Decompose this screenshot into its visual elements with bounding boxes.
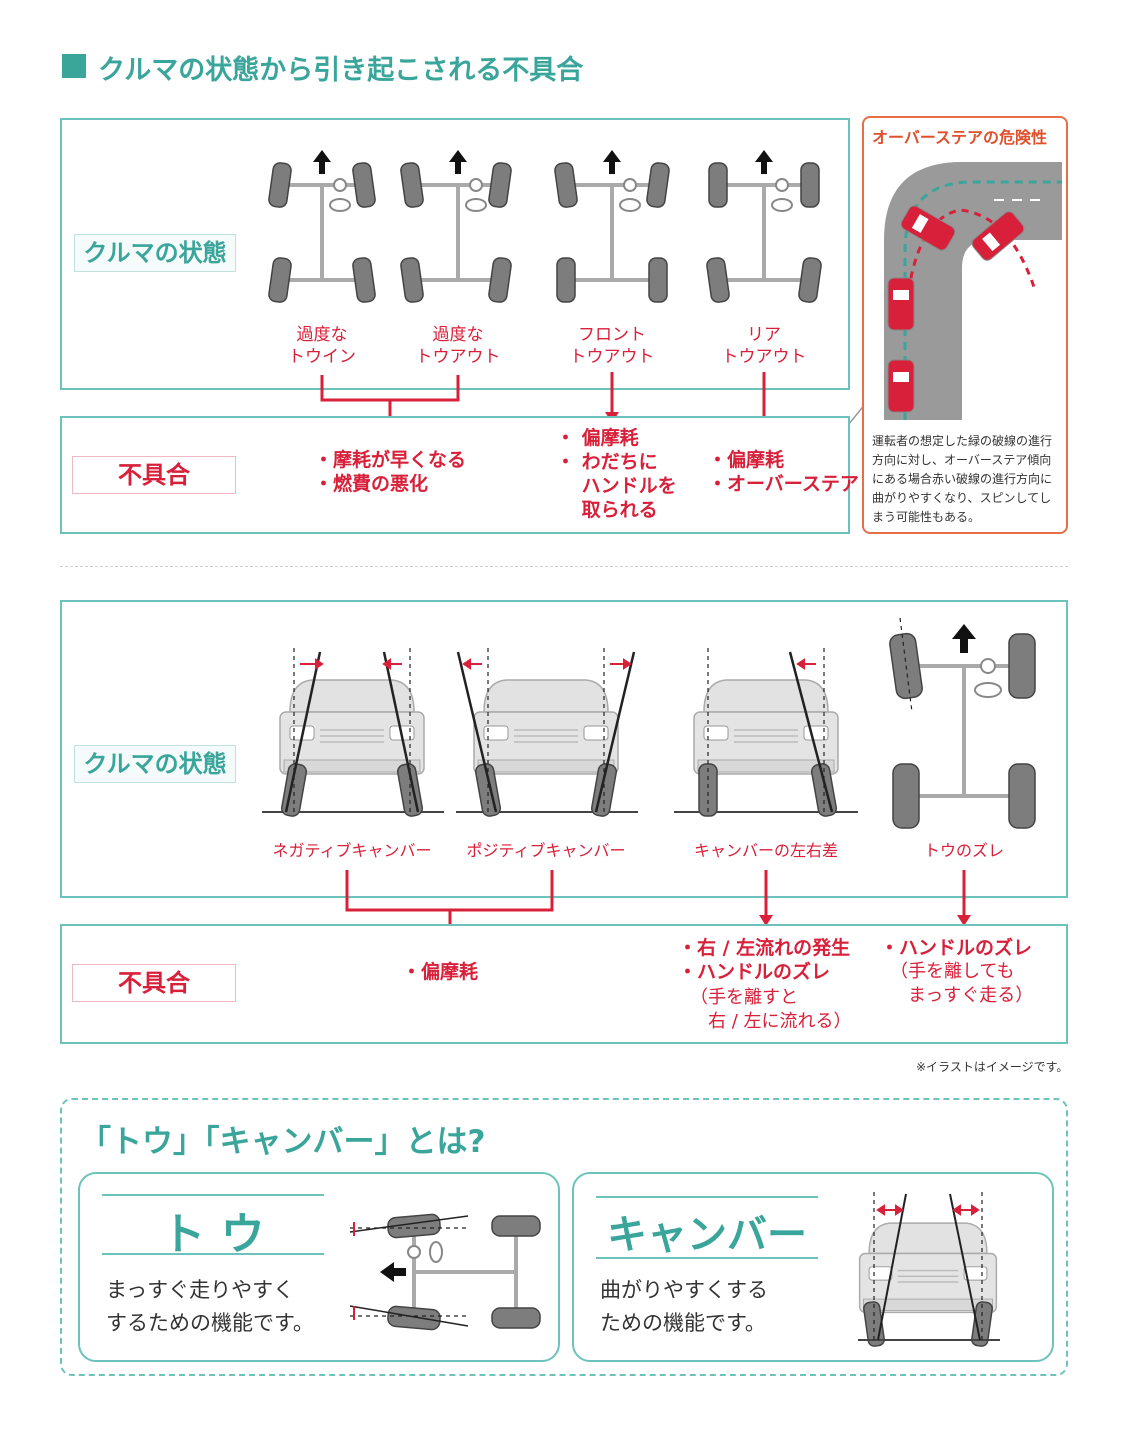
chassis-toe-in bbox=[267, 150, 377, 304]
caption-toe-out: 過度な トウアウト bbox=[415, 325, 501, 367]
fault-text-1-group1: ・摩耗が早くなる ・燃費の悪化 bbox=[314, 449, 467, 495]
section-divider bbox=[60, 566, 1068, 567]
fault-label-1: 不具合 bbox=[72, 456, 236, 494]
caption-toe-in: 過度な トウイン bbox=[288, 325, 356, 367]
oversteer-description: 運転者の想定した緑の破線の進行方向に対し、オーバーステア傾向にある場合赤い破線の… bbox=[872, 434, 1053, 524]
fault-sub-2-group3: （手を離しても まっすぐ走る） bbox=[890, 961, 1034, 1006]
caption-positive-camber: ポジティブキャンバー bbox=[466, 841, 626, 860]
state-label-2: クルマの状態 bbox=[74, 745, 236, 783]
caption-toe-misalignment: トウのズレ bbox=[923, 841, 1004, 860]
fault-text-2-group2: ・右 / 左流れの発生 ・ハンドルのズレ bbox=[678, 937, 851, 983]
car-camber-difference bbox=[693, 644, 839, 818]
fault-text-2-group1: ・偏摩耗 bbox=[402, 961, 479, 983]
fault-sub-2-group2: （手を離すと 右 / 左に流れる） bbox=[690, 987, 852, 1032]
toe-card bbox=[78, 1172, 560, 1362]
camber-heading-rule-top bbox=[596, 1196, 818, 1198]
explain-title: 「トウ」「キャンバー」とは? bbox=[80, 1124, 486, 1160]
caption-camber-difference: キャンバーの左右差 bbox=[693, 841, 838, 860]
page-title: クルマの状態から引き起こされる不具合 bbox=[98, 55, 584, 86]
illustration-note: ※イラストはイメージです。 bbox=[916, 1060, 1069, 1074]
state-label-1: クルマの状態 bbox=[74, 234, 236, 272]
camber-card bbox=[572, 1172, 1054, 1362]
caption-rear-toe-out: リア トウアウト bbox=[721, 325, 807, 367]
header-square-icon bbox=[62, 54, 86, 78]
chassis-toe-misalignment bbox=[889, 617, 1036, 829]
toe-heading: ト ウ bbox=[161, 1209, 265, 1260]
chassis-front-toe-out bbox=[553, 150, 671, 303]
caption-front-toe-out: フロント トウアウト bbox=[569, 325, 655, 367]
toe-heading-rule-bottom bbox=[102, 1253, 324, 1255]
camber-heading-rule-bottom bbox=[596, 1257, 818, 1259]
explain-box bbox=[60, 1098, 1068, 1376]
car-positive-camber bbox=[456, 644, 636, 818]
car-negative-camber bbox=[279, 644, 425, 818]
fault-text-2-group3: ・ハンドルのズレ bbox=[880, 937, 1033, 959]
toe-heading-rule-top bbox=[102, 1194, 324, 1196]
oversteer-title: オーバーステアの危険性 bbox=[872, 128, 1048, 147]
camber-heading: キャンバー bbox=[607, 1212, 807, 1258]
fault-text-1-group3: ・偏摩耗 ・オーバーステア bbox=[708, 449, 859, 495]
camber-description: 曲がりやすくする ための機能です。 bbox=[600, 1278, 768, 1335]
toe-description: まっすぐ走りやすく するための機能です。 bbox=[106, 1278, 314, 1335]
fault-label-2: 不具合 bbox=[72, 964, 236, 1002]
chassis-rear-toe-out bbox=[705, 150, 823, 304]
chassis-toe-out bbox=[399, 150, 513, 304]
caption-negative-camber: ネガティブキャンバー bbox=[272, 841, 432, 860]
fault-text-1-group2: ・ 偏摩耗 ・ わだちに ハンドルを 取られる bbox=[556, 427, 677, 521]
